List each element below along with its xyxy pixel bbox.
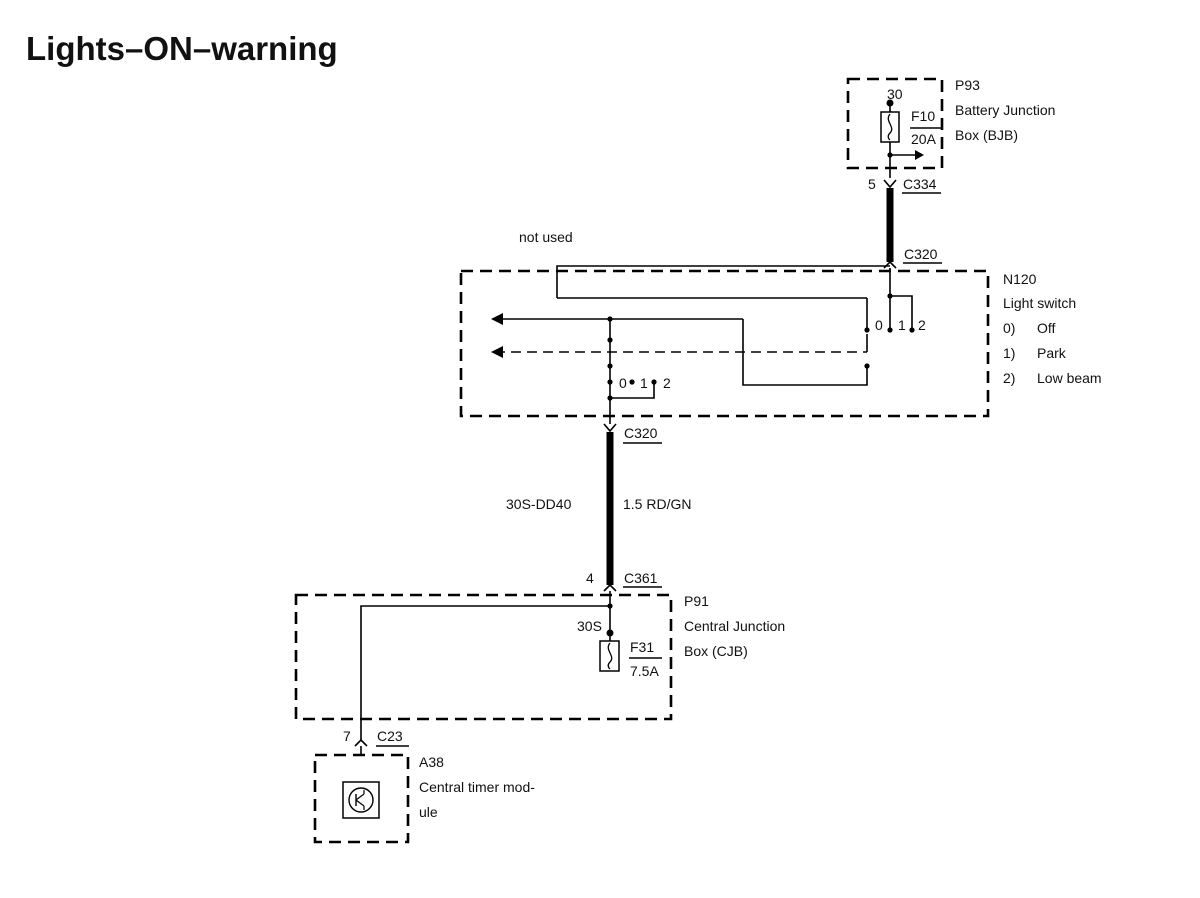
bjb-name-line2: Box (BJB) [955,127,1018,143]
wire-spec-label: 1.5 RD/GN [623,496,691,512]
lower-contact-bridge [609,382,655,399]
connector-c361: 4 C361 [586,570,662,592]
cjb-fuse-rating: 7.5A [630,663,659,679]
central-junction-box: P91 Central Junction Box (CJB) 30S F31 7… [294,591,785,740]
c334-label: C334 [903,176,937,192]
upper-contact-1-dot [887,327,893,333]
position-1-name: Park [1037,345,1067,361]
bjb-outline [846,77,944,170]
upper-contact-2-label: 2 [918,317,926,333]
switch-input-branch [890,295,913,330]
cjb-fuse-label: F31 [630,639,654,655]
ctm-id: A38 [419,754,444,770]
lower-contact-1-label: 1 [640,375,648,391]
cjb-to-ctm-wire [360,605,610,740]
output-solid-contact-dot [864,363,870,369]
position-0-name: Off [1037,320,1056,336]
c320-bottom-label: C320 [624,425,658,441]
c334-pin: 5 [868,176,876,192]
position-2-name: Low beam [1037,370,1102,386]
bjb-name-line1: Battery Junction [955,102,1055,118]
cjb-outline [294,593,673,721]
lower-switch-dot-b [607,363,613,369]
cjb-name-line2: Box (CJB) [684,643,748,659]
connector-c23: 7 C23 [343,728,409,755]
wire-circuit-label: 30S-DD40 [506,496,572,512]
not-used-wire-top [556,265,890,298]
c361-connector-icon [603,583,617,592]
upper-contact-2-dot [909,327,915,333]
c23-pin: 7 [343,728,351,744]
fuse-f31-icon [599,640,620,672]
page-title: Lights–ON–warning [26,30,338,67]
not-used-label: not used [519,229,573,245]
cjb-id: P91 [684,593,709,609]
light-switch-outline [459,269,990,418]
ctm-outline [313,753,410,844]
c361-label: C361 [624,570,658,586]
position-2-num: 2) [1003,370,1015,386]
lower-contact-0-label: 0 [619,375,627,391]
central-timer-module: A38 Central timer mod- ule [313,753,535,844]
c320-top-label: C320 [904,246,938,262]
battery-junction-box: P93 Battery Junction Box (BJB) 30 F10 20… [846,77,1055,178]
output-dashed-arrow-icon [491,346,503,358]
upper-contact-0-dot [864,327,870,333]
light-switch-id: N120 [1003,271,1037,287]
cjb-name-line1: Central Junction [684,618,785,634]
c320-top-connector-icon [883,260,897,269]
light-switch-name: Light switch [1003,295,1076,311]
light-switch: N120 Light switch 0) Off 1) Park 2) Low … [459,265,1102,418]
bjb-fuse-label: F10 [911,108,935,124]
lower-contact-1-dot [629,379,635,385]
position-0-num: 0) [1003,320,1015,336]
connector-c320-bottom: C320 [603,398,662,444]
bjb-fuse-rating: 20A [911,131,937,147]
connector-c320-top: C320 [883,246,942,269]
ctm-name-line2: ule [419,804,438,820]
ctm-name-line1: Central timer mod- [419,779,535,795]
bjb-pin-label: 30 [887,86,903,102]
bjb-branch-arrow-icon [915,150,924,160]
output-solid-arrow-icon [491,313,503,325]
transistor-icon [342,781,380,819]
c334-connector-icon [883,179,897,189]
bjb-id: P93 [955,77,980,93]
upper-contact-0-label: 0 [875,317,883,333]
c23-connector-icon [354,738,368,747]
lower-contact-2-label: 2 [663,375,671,391]
c361-pin: 4 [586,570,594,586]
cjb-pin-label: 30S [577,618,602,634]
c320-bottom-connector-icon [603,423,617,433]
lower-switch-dot-a [607,337,613,343]
fuse-f10-icon [880,111,900,143]
position-1-num: 1) [1003,345,1015,361]
c23-label: C23 [377,728,403,744]
upper-contact-1-label: 1 [898,317,906,333]
connector-c334: 5 C334 [868,176,941,194]
